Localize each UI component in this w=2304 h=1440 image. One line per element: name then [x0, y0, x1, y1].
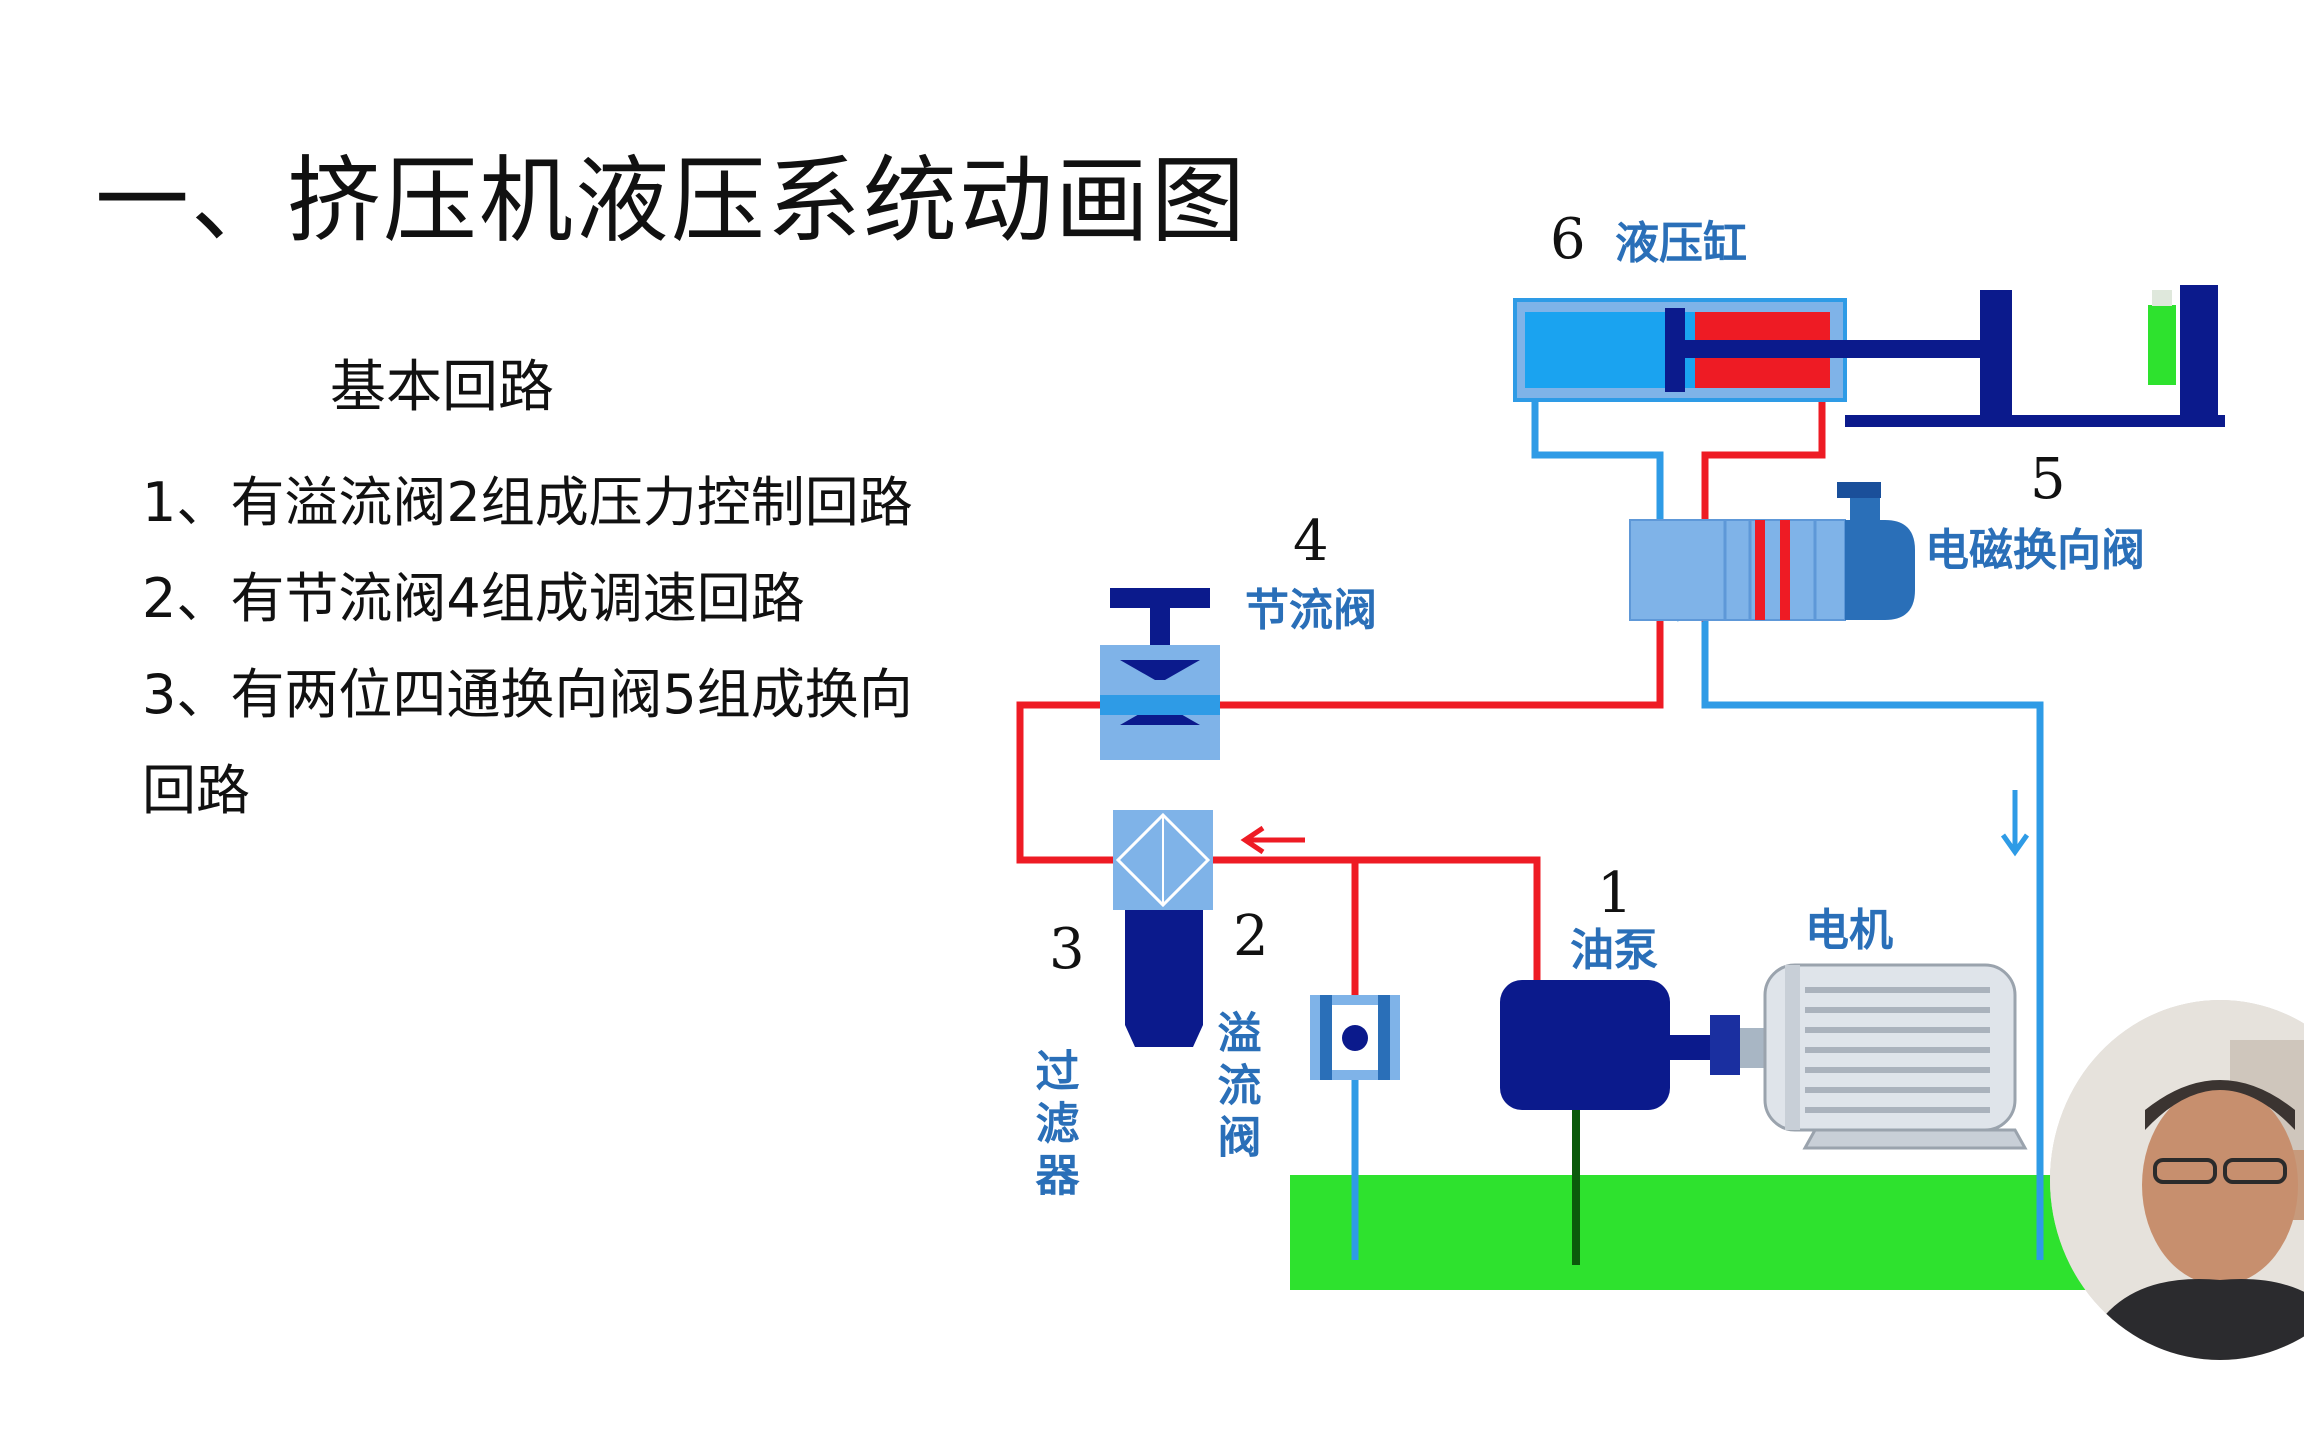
label-number-4: 4 [1293, 509, 1329, 574]
point-item: 1、有溢流阀2组成压力控制回路 [142, 471, 913, 534]
flow-arrow-down-head [2000, 833, 2030, 857]
label-solenoid-valve: 电磁换向阀 [1925, 525, 2145, 576]
hydraulic-cylinder [1513, 285, 2225, 427]
label-throttle-valve: 节流阀 [1245, 585, 1377, 636]
hydraulic-diagram: 6 液压缸 5 电磁换向阀 4 节流阀 3 过滤器 2 溢流阀 1 油泵 电机 [1015, 200, 2304, 1300]
flow-arrow-left-head [1240, 825, 1265, 855]
label-hydraulic-cylinder: 液压缸 [1615, 218, 1747, 269]
oil-tank [1290, 1175, 2110, 1290]
points-list: 1、有溢流阀2组成压力控制回路 2、有节流阀4组成调速回路 3、有两位四通换向阀… [142, 455, 932, 839]
label-motor: 电机 [1805, 905, 1893, 956]
relief-valve [1310, 995, 1400, 1080]
page-title: 一、挤压机液压系统动画图 [95, 147, 1248, 256]
label-oil-pump: 油泵 [1570, 925, 1658, 976]
label-filter: 过滤器 [1028, 1048, 1080, 1204]
throttle-valve [1100, 588, 1220, 760]
filter [1113, 810, 1213, 1047]
subtitle: 基本回路 [330, 355, 554, 420]
oil-pump [1500, 980, 1765, 1265]
label-number-2: 2 [1233, 904, 1269, 969]
point-item: 3、有两位四通换向阀5组成换向 [142, 663, 913, 726]
point-item: 回路 [142, 759, 250, 822]
label-relief-valve: 溢流阀 [1210, 1010, 1262, 1166]
label-number-1: 1 [1597, 861, 1633, 926]
presenter-video-icon [2050, 1000, 2304, 1360]
point-item: 2、有节流阀4组成调速回路 [142, 567, 805, 630]
electric-motor [1763, 963, 2028, 1150]
label-number-3: 3 [1049, 917, 1085, 982]
label-number-6: 6 [1550, 207, 1586, 272]
solenoid-valve [1629, 482, 1915, 621]
label-number-5: 5 [2030, 447, 2066, 512]
